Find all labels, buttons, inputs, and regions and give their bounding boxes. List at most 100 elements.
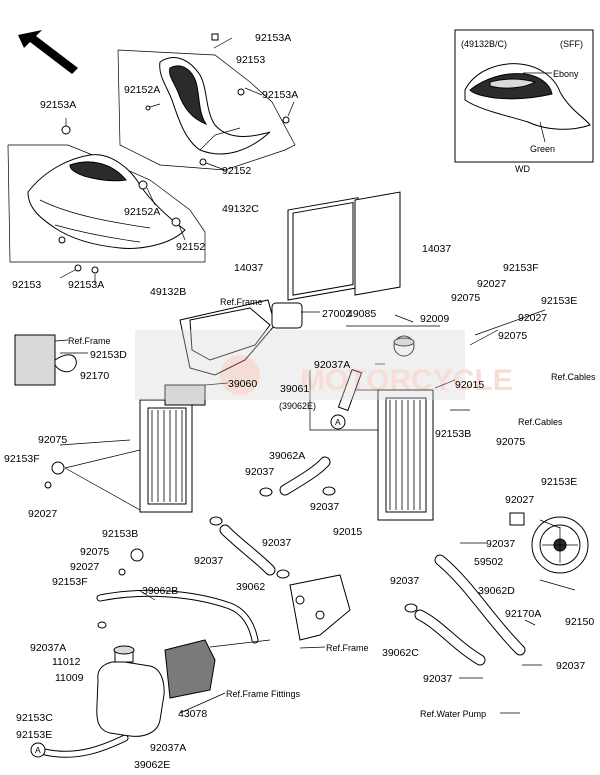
label-92075-l2: 92075 <box>80 546 109 558</box>
label-ref-water-pump: Ref.Water Pump <box>420 709 486 719</box>
label-92153a-mid: 92153A <box>262 89 298 101</box>
label-92152-left: 92152 <box>176 241 205 253</box>
label-92153a-left: 92153A <box>40 99 76 111</box>
label-92153e-bl: 92153E <box>16 729 52 741</box>
radiator-guards <box>287 191 401 301</box>
label-92037-r7: 92037 <box>423 673 452 685</box>
callout-circle-bl <box>30 742 46 758</box>
label-39062e: 39062E <box>134 759 170 771</box>
label-49085: 49085 <box>347 308 376 320</box>
inset-label-green: Green <box>530 144 555 154</box>
label-92015-r: 92015 <box>455 379 484 391</box>
label-39062: 39062 <box>236 581 265 593</box>
hoses <box>41 368 526 758</box>
label-11012: 11012 <box>52 656 81 668</box>
label-49132c: 49132C <box>222 203 259 215</box>
shroud-upper-group <box>117 33 296 171</box>
inset-footer: WD <box>515 164 530 174</box>
front-direction-arrow-icon <box>18 30 78 74</box>
label-92075-r1: 92075 <box>451 292 480 304</box>
label-92170a: 92170A <box>505 608 541 620</box>
label-92037a-mid: 92037A <box>314 359 350 371</box>
frame-fittings <box>189 302 351 641</box>
label-92153f-r: 92153F <box>503 262 539 274</box>
label-39060: 39060 <box>228 378 257 390</box>
label-92037a-bl: 92037A <box>30 642 66 654</box>
callout-circle-mid <box>330 414 346 430</box>
label-92037-r4: 92037 <box>486 538 515 550</box>
label-ref-frame-1: Ref.Frame <box>220 297 263 307</box>
bracket-left <box>14 334 77 386</box>
inset-header-right: (SFF) <box>560 39 583 49</box>
label-14037-left: 14037 <box>234 262 263 274</box>
label-14037-right: 14037 <box>422 243 451 255</box>
watermark: MOTORCYCLE <box>135 330 513 400</box>
label-92153e-r2: 92153E <box>541 476 577 488</box>
label-49132b: 49132B <box>150 286 186 298</box>
label-92075-r2: 92075 <box>498 330 527 342</box>
label-92009: 92009 <box>420 313 449 325</box>
label-43078: 43078 <box>178 708 207 720</box>
label-92153f-l2: 92153F <box>52 576 88 588</box>
label-ref-frame-2: Ref.Frame <box>68 336 111 346</box>
label-39062e-paren: (39062E) <box>279 401 316 411</box>
inset-label-ebony: Ebony <box>553 69 579 79</box>
inset-labels: (49132B/C) (SFF) Ebony Green WD <box>461 39 583 174</box>
watermark-text: MOTORCYCLE <box>300 364 513 397</box>
label-ref-cables-1: Ref.Cables <box>551 372 596 382</box>
label-ref-cables-2: Ref.Cables <box>518 417 563 427</box>
label-92037a-bl2: 92037A <box>150 742 186 754</box>
label-92153-left: 92153 <box>12 279 41 291</box>
label-92037-l3: 92037 <box>194 555 223 567</box>
label-27002: 27002 <box>322 308 351 320</box>
label-92037-r6: 92037 <box>556 660 585 672</box>
leader-lines <box>60 309 576 714</box>
label-92037-l4: 92037 <box>262 537 291 549</box>
cooling-fan <box>509 512 589 574</box>
label-39062d: 39062D <box>478 585 515 597</box>
label-92150: 92150 <box>565 616 594 628</box>
label-92153e-r1: 92153E <box>541 295 577 307</box>
label-92027-l2: 92027 <box>70 561 99 573</box>
label-92027-l1: 92027 <box>28 508 57 520</box>
label-92153-top: 92153 <box>236 54 265 66</box>
label-92153a-left2: 92153A <box>68 279 104 291</box>
label-92153c: 92153C <box>16 712 53 724</box>
label-39061: 39061 <box>280 383 309 395</box>
label-59502: 59502 <box>474 556 503 568</box>
hose-clamps <box>97 486 418 629</box>
label-92027-r3: 92027 <box>505 494 534 506</box>
label-92037-r5: 92037 <box>390 575 419 587</box>
label-92153f-l1: 92153F <box>4 453 40 465</box>
label-92075-l1: 92075 <box>38 434 67 446</box>
label-11009: 11009 <box>55 672 84 684</box>
reservoir-tank <box>96 639 216 737</box>
label-92170: 92170 <box>80 370 109 382</box>
radiator-right <box>309 325 440 521</box>
label-callout-a-mid: A <box>335 417 341 427</box>
label-39062a: 39062A <box>269 450 305 462</box>
label-callout-a-bl: A <box>35 745 41 755</box>
label-39062b: 39062B <box>142 585 178 597</box>
inset-header-left: (49132B/C) <box>461 39 507 49</box>
label-92153b-l: 92153B <box>102 528 138 540</box>
label-92015-mid: 92015 <box>333 526 362 538</box>
label-92037-mid1: 92037 <box>245 466 274 478</box>
label-ref-frame-3: Ref.Frame <box>326 643 369 653</box>
label-92152a-top: 92152A <box>124 84 160 96</box>
label-39062c: 39062C <box>382 647 419 659</box>
label-92027-r2: 92027 <box>518 312 547 324</box>
shroud-left-group <box>7 118 206 283</box>
label-92037-mid2: 92037 <box>310 501 339 513</box>
label-ref-frame-fittings: Ref.Frame Fittings <box>226 689 301 699</box>
label-92075-r3: 92075 <box>496 436 525 448</box>
label-92153d: 92153D <box>90 349 127 361</box>
label-92153b-r: 92153B <box>435 428 471 440</box>
shroud-color-inset <box>454 29 594 163</box>
label-92152-top: 92152 <box>222 165 251 177</box>
part-labels: 92153A 92153 92152A 92153A 92152 49132C … <box>4 32 596 771</box>
label-92153a-top: 92153A <box>255 32 291 44</box>
label-92152a-left: 92152A <box>124 206 160 218</box>
label-92027-r1: 92027 <box>477 278 506 290</box>
